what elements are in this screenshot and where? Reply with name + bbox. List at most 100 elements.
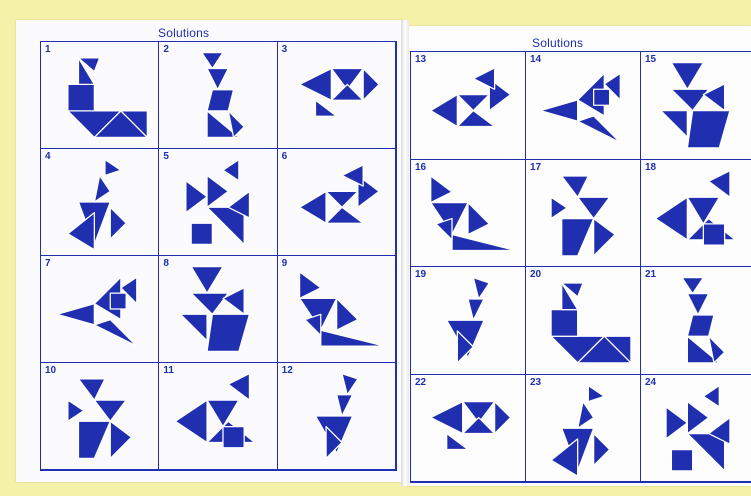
- tangram-piece: [207, 69, 228, 90]
- tangram-piece: [431, 401, 463, 433]
- book-gutter: [401, 20, 409, 486]
- tangram-piece: [363, 69, 379, 101]
- tangram-piece: [468, 202, 489, 234]
- tangram-piece: [110, 421, 131, 458]
- tangram-piece: [305, 314, 321, 335]
- tangram-figure: [641, 160, 751, 267]
- left-cell-4: 4: [41, 149, 159, 256]
- left-cell-2: 2: [159, 42, 277, 149]
- tangram-piece: [191, 223, 212, 244]
- tangram-piece: [223, 288, 244, 315]
- tangram-piece: [105, 160, 121, 176]
- tangram-piece: [336, 395, 352, 416]
- tangram-piece: [110, 293, 126, 309]
- tangram-piece: [703, 385, 719, 406]
- left-page-title: Solutions: [158, 26, 209, 40]
- tangram-piece: [594, 218, 615, 255]
- tangram-piece: [687, 197, 719, 224]
- tangram-piece: [191, 293, 228, 314]
- tangram-figure: [41, 256, 158, 362]
- tangram-piece: [57, 304, 94, 325]
- tangram-piece: [594, 433, 610, 465]
- right-cell-19: 19: [411, 267, 526, 375]
- tangram-piece: [666, 406, 687, 438]
- tangram-figure: [411, 52, 525, 159]
- tangram-piece: [671, 63, 703, 90]
- tangram-piece: [68, 400, 84, 421]
- tangram-piece: [326, 191, 358, 207]
- tangram-piece: [207, 176, 228, 208]
- tangram-piece: [191, 267, 223, 294]
- right-cell-23: 23: [526, 375, 641, 483]
- tangram-piece: [78, 421, 110, 458]
- tangram-piece: [457, 111, 494, 127]
- tangram-piece: [457, 95, 489, 111]
- tangram-piece: [342, 374, 358, 395]
- tangram-figure: [159, 363, 276, 469]
- tangram-piece: [671, 89, 708, 110]
- right-cell-20: 20: [526, 267, 641, 375]
- tangram-piece: [551, 438, 578, 475]
- left-cell-11: 11: [159, 363, 277, 470]
- tangram-piece: [186, 181, 207, 213]
- tangram-piece: [551, 197, 567, 218]
- tangram-piece: [315, 100, 336, 116]
- tangram-piece: [320, 330, 384, 346]
- tangram-figure: [411, 375, 525, 482]
- tangram-piece: [94, 176, 110, 203]
- tangram-piece: [299, 191, 326, 223]
- tangram-piece: [436, 218, 452, 239]
- tangram-figure: [641, 267, 751, 374]
- tangram-figure: [641, 375, 751, 482]
- tangram-piece: [342, 165, 363, 186]
- tangram-piece: [551, 310, 578, 337]
- tangram-piece: [336, 298, 357, 330]
- left-cell-7: 7: [41, 256, 159, 363]
- tangram-piece: [223, 160, 239, 181]
- right-cell-22: 22: [411, 375, 526, 483]
- tangram-piece: [78, 379, 105, 400]
- tangram-piece: [540, 100, 577, 121]
- tangram-figure: [526, 160, 640, 267]
- tangram-piece: [655, 197, 687, 240]
- tangram-piece: [578, 197, 610, 218]
- tangram-piece: [594, 89, 610, 105]
- tangram-piece: [181, 314, 208, 341]
- tangram-piece: [207, 90, 234, 111]
- left-cell-9: 9: [278, 256, 396, 363]
- tangram-piece: [671, 449, 692, 470]
- tangram-figure: [41, 42, 158, 148]
- tangram-figure: [159, 42, 276, 148]
- tangram-piece: [326, 207, 363, 223]
- tangram-piece: [447, 433, 468, 449]
- left-cell-8: 8: [159, 256, 277, 363]
- tangram-figure: [411, 267, 525, 374]
- right-cell-21: 21: [641, 267, 751, 375]
- tangram-figure: [278, 42, 395, 148]
- right-cell-24: 24: [641, 375, 751, 483]
- tangram-piece: [202, 53, 223, 69]
- right-cell-15: 15: [641, 52, 751, 160]
- tangram-piece: [463, 417, 495, 433]
- left-cell-10: 10: [41, 363, 159, 470]
- right-cell-17: 17: [526, 160, 641, 268]
- right-page-title: Solutions: [532, 36, 583, 50]
- tangram-piece: [588, 385, 604, 401]
- tangram-piece: [703, 223, 724, 244]
- tangram-piece: [495, 401, 511, 433]
- tangram-piece: [110, 207, 126, 239]
- tangram-piece: [687, 111, 730, 148]
- tangram-piece: [176, 400, 208, 442]
- tangram-piece: [68, 213, 95, 250]
- tangram-piece: [578, 401, 594, 428]
- tangram-piece: [682, 278, 703, 294]
- right-cell-14: 14: [526, 52, 641, 160]
- tangram-piece: [299, 272, 320, 299]
- right-cell-18: 18: [641, 160, 751, 268]
- tangram-figure: [159, 149, 276, 255]
- tangram-piece: [473, 278, 489, 299]
- left-cell-6: 6: [278, 149, 396, 256]
- tangram-piece: [578, 116, 621, 143]
